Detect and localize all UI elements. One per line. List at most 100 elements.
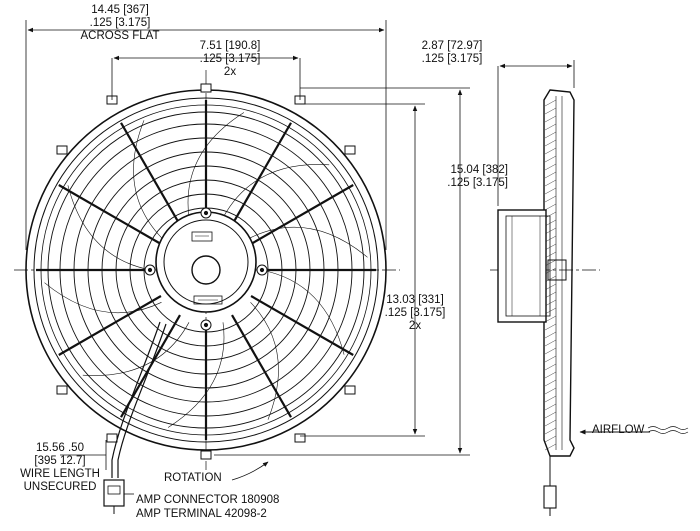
- guard-spoke-3: [250, 184, 354, 245]
- mount-tab-8: [344, 145, 356, 155]
- connector-label: AMP CONNECTOR 180908: [136, 494, 280, 506]
- hatch-line: [544, 235, 557, 243]
- lead-wire-2: [117, 323, 167, 478]
- lead-wire: [111, 321, 161, 478]
- overall-width-value: 14.45 [367]: [91, 4, 149, 16]
- hatch-line: [544, 163, 557, 171]
- hatch-line: [544, 403, 557, 411]
- hatch-line: [544, 323, 557, 331]
- depth-value: 2.87 [72.97]: [421, 40, 483, 52]
- hatch-line: [544, 283, 557, 291]
- amp-connector-latch: [107, 485, 121, 495]
- hatch-line: [544, 179, 557, 187]
- hatch-line: [544, 395, 557, 403]
- hatch-line: [544, 275, 557, 283]
- hatch-line: [544, 171, 557, 179]
- wire-length-label: 15.56 .50 [395 12.7] WIRE LENGTH UNSECUR…: [10, 442, 110, 494]
- terminal-label: AMP TERMINAL 42098-2: [136, 508, 267, 520]
- mount-spacing-tolerance: .125 [3.175]: [199, 53, 261, 65]
- blade-curves: [44, 112, 368, 428]
- motor-shaft: [191, 255, 221, 285]
- hatch-line: [544, 187, 557, 195]
- overall-height-label: 15.04 [382] .125 [3.175]: [412, 164, 508, 190]
- blade-curve-5: [44, 282, 162, 313]
- hatch-line: [544, 427, 557, 435]
- mount-height-qty: 2x: [408, 320, 422, 332]
- overall-width-note: ACROSS FLAT: [80, 30, 160, 42]
- bolt-right-hole: [259, 267, 265, 273]
- blade-curve-2: [250, 302, 279, 420]
- hatch-line: [544, 419, 557, 427]
- hatch-line: [544, 331, 557, 339]
- hatch-line: [544, 291, 557, 299]
- mount-spacing-value: 7.51 [190.8]: [199, 40, 261, 52]
- blade-curve-8: [187, 112, 245, 218]
- airflow-wave-2: [647, 430, 689, 434]
- hatch-line: [544, 267, 557, 275]
- hatch-line: [544, 347, 557, 355]
- mount-height-label: 13.03 [331] .125 [3.175] 2x: [362, 294, 468, 333]
- overall-width-label: 14.45 [367] .125 [3.175] ACROSS FLAT: [60, 4, 180, 43]
- guard-spoke-5: [250, 295, 354, 356]
- hatch-line: [544, 411, 557, 419]
- hatch-line: [544, 379, 557, 387]
- hatch-line: [544, 107, 557, 115]
- overall-height-tolerance: .125 [3.175]: [447, 177, 508, 189]
- hatch-line: [544, 219, 557, 227]
- hatch-line: [544, 315, 557, 323]
- mount-tab-5: [200, 83, 212, 93]
- bolt-bottom-hole: [203, 322, 209, 328]
- hub-label-plate-top: [191, 231, 213, 242]
- shroud-hatch: [544, 99, 557, 451]
- blade-curve-4: [82, 322, 190, 376]
- hatch-line: [544, 227, 557, 235]
- blade-curve-7: [133, 120, 162, 238]
- side-shaft-nut: [547, 259, 567, 281]
- hatch-line: [544, 115, 557, 123]
- mount-spacing-qty: 2x: [223, 66, 237, 78]
- wire-length-note: UNSECURED: [23, 481, 97, 493]
- wire-length-value: 15.56 .50: [36, 442, 84, 454]
- guard-spoke-6: [231, 314, 292, 418]
- hatch-line: [544, 195, 557, 203]
- blade-curve-1: [260, 269, 345, 355]
- side-connector: [543, 485, 557, 509]
- hatch-line: [544, 147, 557, 155]
- hatch-line: [544, 443, 557, 451]
- hatch-line: [544, 355, 557, 363]
- bolt-top-hole: [203, 210, 209, 216]
- hatch-line: [544, 259, 557, 267]
- dimension-lines: [25, 20, 470, 495]
- shroud-inner-rim: [33, 97, 379, 443]
- side-view: [490, 60, 689, 516]
- guard-spoke-9: [58, 295, 162, 356]
- mount-tab-7: [56, 145, 68, 155]
- hatch-line: [544, 363, 557, 371]
- airflow-wave-1: [647, 426, 689, 430]
- overall-height-value: 15.04 [382]: [450, 164, 508, 176]
- wire-length-title: WIRE LENGTH: [20, 468, 100, 480]
- blade-curve-9: [222, 164, 330, 218]
- hatch-line: [544, 139, 557, 147]
- guard-spoke-11: [58, 184, 162, 245]
- side-motor-flange: [505, 215, 551, 317]
- blade-curve-10: [250, 227, 368, 258]
- mount-height-value: 13.03 [331]: [386, 294, 444, 306]
- guard-spoke-12: [120, 122, 181, 226]
- mount-spacing-label: 7.51 [190.8] .125 [3.175] 2x: [180, 40, 280, 79]
- mount-tab-4: [294, 433, 306, 443]
- wire-length-metric: [395 12.7]: [34, 455, 86, 467]
- hatch-line: [544, 387, 557, 395]
- blade-curve-6: [67, 185, 152, 271]
- hatch-line: [544, 435, 557, 443]
- rotation-arrow: [231, 461, 269, 481]
- hatch-line: [544, 99, 557, 107]
- hatch-line: [544, 251, 557, 259]
- overall-width-tolerance: .125 [3.175]: [89, 17, 151, 29]
- rotation-label: ROTATION: [164, 472, 222, 484]
- hatch-line: [544, 307, 557, 315]
- side-motor-body: [497, 209, 547, 323]
- hatch-line: [544, 155, 557, 163]
- hatch-line: [544, 243, 557, 251]
